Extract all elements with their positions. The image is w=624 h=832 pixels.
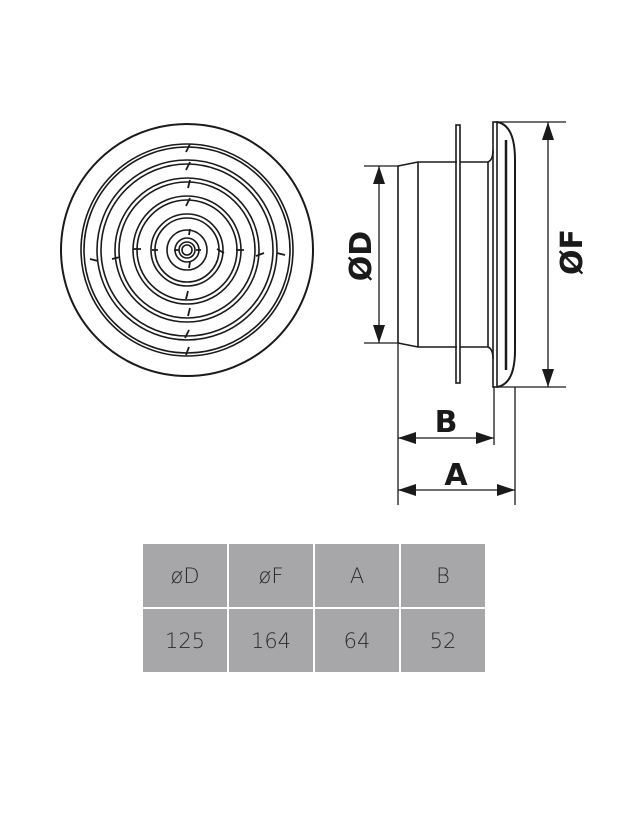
length-a-label: A (444, 458, 468, 493)
table-header-row: øD øF A B (141, 542, 487, 609)
table-header-cell: øD (141, 542, 229, 609)
table-cell: 52 (399, 607, 487, 674)
table-header-cell: A (313, 542, 401, 609)
front-view (60, 123, 314, 377)
table-header-cell: B (399, 542, 487, 609)
length-b-label: B (435, 405, 458, 440)
diameter-f-label: ØF (555, 229, 590, 275)
technical-drawing: ØD ØF B A (60, 121, 590, 505)
vane-clips (89, 143, 286, 356)
table-cell: 64 (313, 607, 401, 674)
side-view (397, 121, 516, 388)
table-row: 125 164 64 52 (141, 607, 487, 674)
dimension-lines (364, 121, 566, 505)
dimensions-table: øD øF A B 125 164 64 52 (141, 542, 487, 674)
diameter-d-label: ØD (344, 231, 379, 281)
table-header-cell: øF (227, 542, 315, 609)
table-cell: 125 (141, 607, 229, 674)
table-cell: 164 (227, 607, 315, 674)
